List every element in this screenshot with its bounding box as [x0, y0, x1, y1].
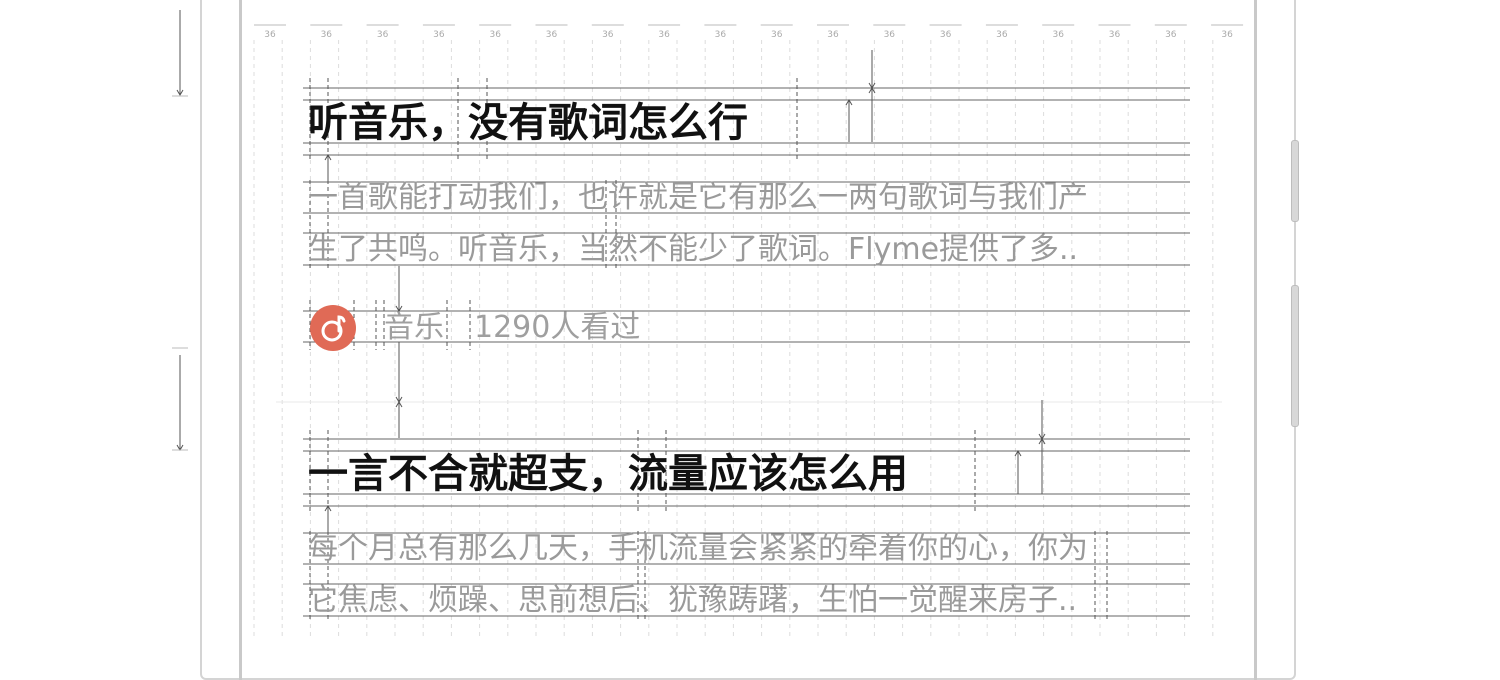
column-width-label: 36 — [433, 30, 445, 40]
column-width-label: 36 — [489, 30, 501, 40]
item-1-summary-line-2: 生了共鸣。听音乐，当然不能少了歌词。Flyme提供了多.. — [308, 232, 1079, 267]
column-width-label: 36 — [658, 30, 670, 40]
device-side-button-lower — [1291, 285, 1299, 427]
arrow-head — [395, 305, 403, 312]
column-width-label: 36 — [1109, 30, 1121, 40]
item-1-title[interactable]: 听音乐，没有歌词怎么行 — [308, 100, 748, 146]
item-2-title[interactable]: 一言不合就超支，流量应该怎么用 — [308, 451, 908, 497]
layout-guides: 36 36 36 36 36 36 36 36 36 36 36 36 36 36 36 36 36 36 — [172, 10, 1244, 638]
arrow-head — [176, 89, 184, 96]
column-width-label: 36 — [546, 30, 558, 40]
arrow-head — [845, 99, 853, 106]
arrow-head — [324, 505, 332, 512]
column-width-label: 36 — [264, 30, 276, 40]
arrow-head — [324, 154, 332, 161]
device-side-button-upper — [1291, 140, 1299, 222]
column-width-label: 36 — [602, 30, 614, 40]
column-width-label: 36 — [1165, 30, 1177, 40]
device-screen-border — [239, 0, 1257, 680]
item-2-summary-line-2: 它焦虑、烦躁、思前想后、犹豫踌躇，生怕一觉醒来房子.. — [308, 583, 1078, 618]
column-width-label: 36 — [771, 30, 783, 40]
item-1-summary-line-1: 一首歌能打动我们，也许就是它有那么一两句歌词与我们产 — [308, 180, 1088, 215]
column-width-label: 36 — [1052, 30, 1064, 40]
column-width-label: 36 — [321, 30, 333, 40]
arrow-head — [868, 87, 876, 94]
column-width-label: 36 — [377, 30, 389, 40]
item-1-view-count: 1290人看过 — [474, 310, 641, 345]
item-2-summary-line-1: 每个月总有那么几天，手机流量会紧紧的牵着你的心，你为 — [308, 531, 1088, 566]
column-width-label: 36 — [1221, 30, 1233, 40]
arrow-head — [1038, 438, 1046, 445]
column-width-label: 36 — [884, 30, 896, 40]
column-width-label: 36 — [996, 30, 1008, 40]
column-width-label: 36 — [940, 30, 952, 40]
music-note-icon — [310, 305, 356, 351]
column-width-label: 36 — [715, 30, 727, 40]
column-width-label: 36 — [827, 30, 839, 40]
item-1-category[interactable]: 音乐 — [384, 310, 444, 345]
arrow-head — [1014, 450, 1022, 457]
arrow-head — [395, 401, 403, 408]
